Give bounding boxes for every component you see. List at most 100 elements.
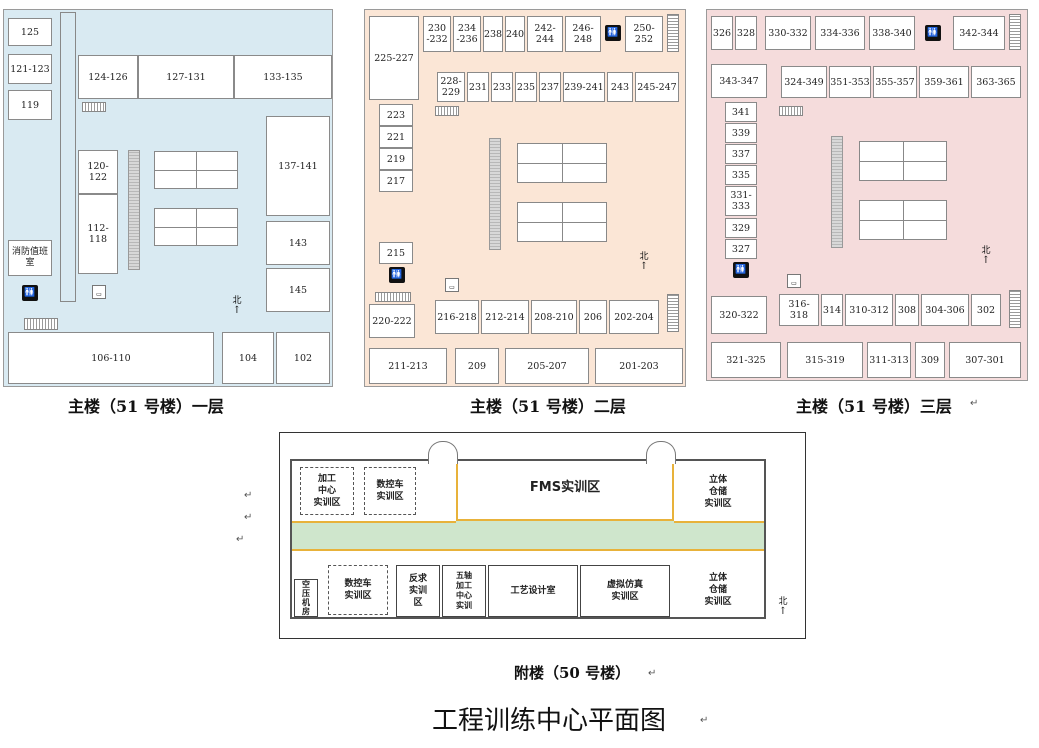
staircase bbox=[375, 292, 411, 302]
room: 五轴 加工 中心 实训 bbox=[442, 565, 486, 617]
room: 355-357 bbox=[873, 66, 917, 98]
return-mark: ↵ bbox=[648, 668, 657, 679]
room: 230 -232 bbox=[423, 16, 451, 52]
room: 316-318 bbox=[779, 294, 819, 326]
room: 234 -236 bbox=[453, 16, 481, 52]
corridor-edge bbox=[292, 521, 456, 523]
room: 加工 中心 实训区 bbox=[300, 467, 354, 515]
floor3-plan: 326 328 330-332 334-336 338-340 🚻 342-34… bbox=[706, 9, 1028, 381]
room: 反求 实训 区 bbox=[396, 565, 440, 617]
room: 239-241 bbox=[563, 72, 605, 102]
restroom-icon: 🚻 bbox=[389, 267, 405, 283]
training-tables bbox=[859, 200, 947, 240]
room: 虚拟仿真 实训区 bbox=[580, 565, 670, 617]
corridor-edge bbox=[674, 521, 764, 523]
annex-caption: 附楼（50 号楼） bbox=[514, 664, 631, 682]
room: 331-333 bbox=[725, 186, 757, 216]
training-tables bbox=[517, 143, 607, 183]
room: 240 bbox=[505, 16, 525, 52]
room: 338-340 bbox=[869, 16, 915, 50]
room: 235 bbox=[515, 72, 537, 102]
room: 308 bbox=[895, 294, 919, 326]
return-mark: ↵ bbox=[244, 512, 253, 523]
room: 351-353 bbox=[829, 66, 871, 98]
room: 104 bbox=[222, 332, 274, 384]
room: 238 bbox=[483, 16, 503, 52]
room: 137-141 bbox=[266, 116, 330, 216]
elevator-icon: ▭ bbox=[787, 274, 801, 288]
room: 工艺设计室 bbox=[488, 565, 578, 617]
room: 211-213 bbox=[369, 348, 447, 384]
room: 216-218 bbox=[435, 300, 479, 334]
elevator-icon: ▭ bbox=[445, 278, 459, 292]
room: 302 bbox=[971, 294, 1001, 326]
room: 231 bbox=[467, 72, 489, 102]
room: 206 bbox=[579, 300, 607, 334]
staircase bbox=[1009, 14, 1021, 50]
room: 125 bbox=[8, 18, 52, 46]
column bbox=[831, 136, 843, 248]
room: 120-122 bbox=[78, 150, 118, 194]
north-arrow: 北↑ bbox=[232, 296, 242, 316]
room: 330-332 bbox=[765, 16, 811, 50]
column bbox=[489, 138, 501, 250]
room: 217 bbox=[379, 170, 413, 192]
floor1-plan: 125 121-123 119 124-126 127-131 133-135 … bbox=[3, 9, 333, 387]
column bbox=[128, 150, 140, 270]
room: 212-214 bbox=[481, 300, 529, 334]
room: 数控车 实训区 bbox=[364, 467, 416, 515]
staircase bbox=[82, 102, 106, 112]
room: 321-325 bbox=[711, 342, 781, 378]
annex-corridor bbox=[292, 521, 764, 551]
annex-plan: 加工 中心 实训区 数控车 实训区 FMS实训区 立体 仓储 实训区 空 压 机… bbox=[279, 432, 806, 639]
restroom-icon: 🚻 bbox=[925, 25, 941, 41]
room: 空 压 机 房 bbox=[294, 579, 318, 617]
room: 202-204 bbox=[609, 300, 659, 334]
room: 246-248 bbox=[565, 16, 601, 52]
staircase bbox=[435, 106, 459, 116]
room: 228- 229 bbox=[437, 72, 465, 102]
room: 205-207 bbox=[505, 348, 589, 384]
training-tables bbox=[154, 208, 238, 246]
training-tables bbox=[859, 141, 947, 181]
room: 245-247 bbox=[635, 72, 679, 102]
room: 342-344 bbox=[953, 16, 1005, 50]
room: 221 bbox=[379, 126, 413, 148]
room: 143 bbox=[266, 221, 330, 265]
floor1-caption: 主楼（51 号楼）一层 bbox=[68, 397, 224, 416]
room: 209 bbox=[455, 348, 499, 384]
room: 359-361 bbox=[919, 66, 969, 98]
room: 119 bbox=[8, 90, 52, 120]
restroom-icon: 🚻 bbox=[605, 25, 621, 41]
room: 315-319 bbox=[787, 342, 863, 378]
staircase bbox=[667, 294, 679, 332]
room: 数控车 实训区 bbox=[328, 565, 388, 615]
room: 326 bbox=[711, 16, 733, 50]
staircase bbox=[1009, 290, 1021, 328]
room: 219 bbox=[379, 148, 413, 170]
room: 133-135 bbox=[234, 55, 332, 99]
return-mark: ↵ bbox=[244, 490, 253, 501]
floor2-caption: 主楼（51 号楼）二层 bbox=[470, 397, 626, 416]
north-arrow: 北↑ bbox=[981, 246, 991, 266]
room: 328 bbox=[735, 16, 757, 50]
room: 215 bbox=[379, 242, 413, 264]
training-tables bbox=[517, 202, 607, 242]
room: 112-118 bbox=[78, 194, 118, 274]
room: 225-227 bbox=[369, 16, 419, 100]
room: 341 bbox=[725, 102, 757, 122]
restroom-icon: 🚻 bbox=[733, 262, 749, 278]
room: 立体 仓储 实训区 bbox=[704, 475, 732, 509]
room: 307-301 bbox=[949, 342, 1021, 378]
floor3-caption: 主楼（51 号楼）三层 bbox=[796, 397, 952, 416]
room: 201-203 bbox=[595, 348, 683, 384]
room: 208-210 bbox=[531, 300, 577, 334]
staircase bbox=[779, 106, 803, 116]
room: 334-336 bbox=[815, 16, 865, 50]
north-arrow: 北↑ bbox=[639, 252, 649, 272]
room: 消防值班室 bbox=[8, 240, 52, 276]
room: 311-313 bbox=[867, 342, 911, 378]
return-mark: ↵ bbox=[236, 534, 245, 545]
return-mark: ↵ bbox=[700, 715, 709, 726]
room: 339 bbox=[725, 123, 757, 143]
